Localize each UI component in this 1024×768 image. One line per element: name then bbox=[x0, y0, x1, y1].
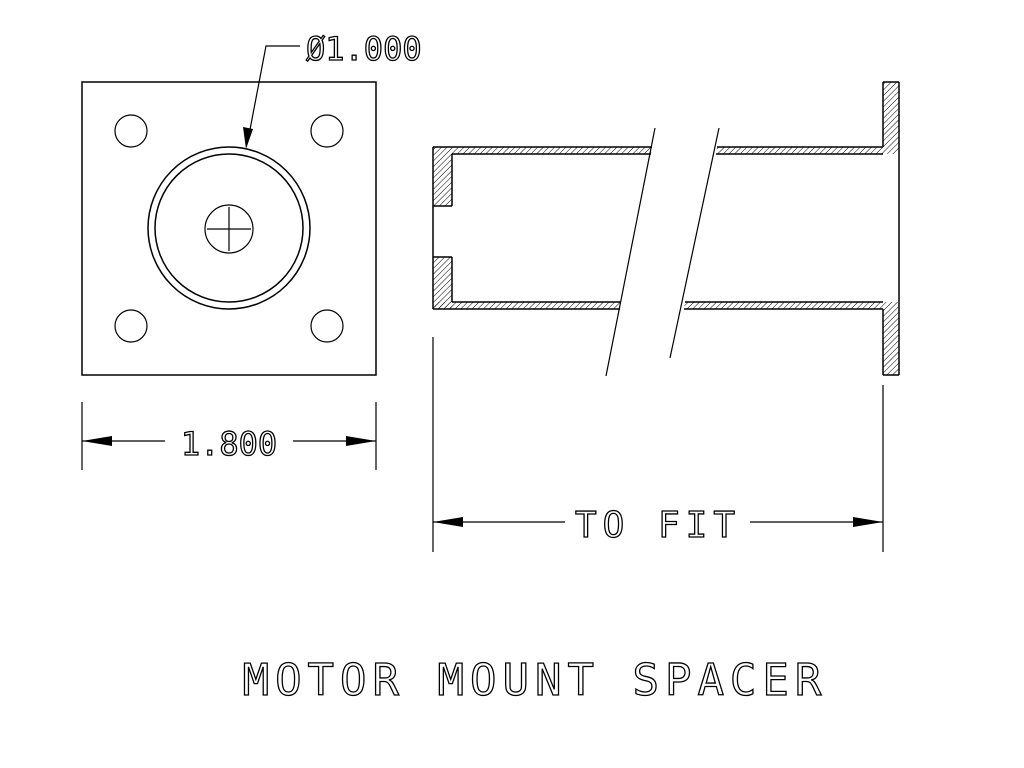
bolt-holes bbox=[114, 114, 344, 343]
break-line-left bbox=[605, 127, 656, 377]
side-view: TO FIT bbox=[432, 81, 900, 552]
bolt-hole bbox=[310, 309, 344, 343]
tube-outer-circle bbox=[147, 146, 311, 310]
length-dimension bbox=[432, 337, 884, 552]
bolt-hole bbox=[310, 114, 344, 148]
dimension-arrow-left bbox=[82, 436, 112, 446]
drawing-title: MOTOR MOUNT SPACER bbox=[243, 655, 828, 706]
tube-inner-circle bbox=[154, 153, 304, 303]
tube-section-outline bbox=[432, 81, 900, 376]
dimension-arrow-right bbox=[346, 436, 376, 446]
length-dimension-text: TO FIT bbox=[575, 505, 741, 546]
break-line-right bbox=[669, 127, 720, 359]
diameter-leader bbox=[243, 45, 300, 149]
center-hole bbox=[204, 204, 254, 254]
width-dimension-text: 1.800 bbox=[181, 425, 277, 463]
bolt-hole bbox=[114, 114, 148, 148]
width-dimension bbox=[81, 402, 377, 470]
diameter-callout-text: Ø1.000 bbox=[306, 30, 422, 68]
bolt-hole bbox=[114, 309, 148, 343]
dimension-arrow-left bbox=[433, 517, 463, 527]
leader-arrowhead bbox=[243, 127, 253, 149]
square-plate-outline bbox=[81, 81, 377, 376]
end-view: Ø1.000 1.800 bbox=[81, 29, 422, 470]
dimension-arrow-right bbox=[853, 517, 883, 527]
